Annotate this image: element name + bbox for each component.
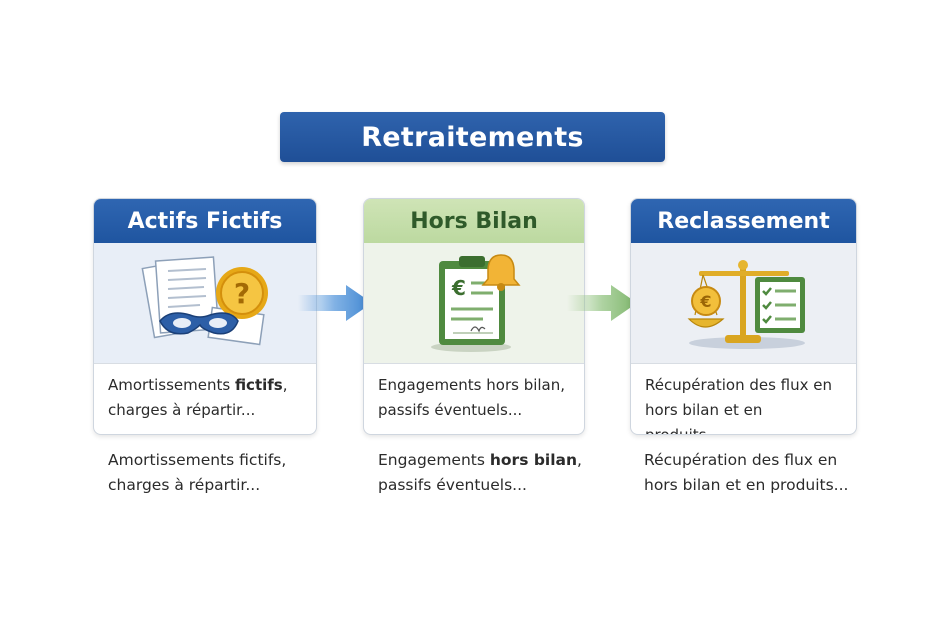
caption-reclassement: Récupération des flux en hors bilan et e… [644,451,849,494]
card-text-actifs-fictifs: Amortissements fictifs, charges à répart… [108,376,288,419]
svg-text:€: € [451,276,466,300]
svg-text:?: ? [234,277,250,310]
card-header-hors-bilan: Hors Bilan [364,199,584,243]
card-text-hors-bilan: Engagements hors bilan, passifs éventuel… [378,376,566,419]
arrow-right-icon [298,285,372,321]
card-actifs-fictifs: Actifs Fictifs ? Amortissements fictifs,… [93,198,317,435]
card-header-reclassement: Reclassement [631,199,856,243]
documents-coin-mask-icon: ? [94,243,316,364]
card-hors-bilan: Hors Bilan € Engagements hors bilan, pas… [363,198,585,435]
caption-actifs-fictifs: Amortissements fictifs, charges à répart… [108,451,287,494]
card-text-reclassement: Récupération des flux en hors bilan et e… [645,376,833,435]
card-header-actifs-fictifs: Actifs Fictifs [94,199,316,243]
svg-text:€: € [699,292,711,311]
card-reclassement: Reclassement € [630,198,857,435]
scale-coin-checklist-icon: € [631,243,856,364]
diagram-title: Retraitements [280,112,665,162]
arrow-right-icon [567,285,637,321]
caption-hors-bilan: Engagements hors bilan, passifs éventuel… [378,451,582,494]
clipboard-euro-bell-icon: € [364,243,584,364]
